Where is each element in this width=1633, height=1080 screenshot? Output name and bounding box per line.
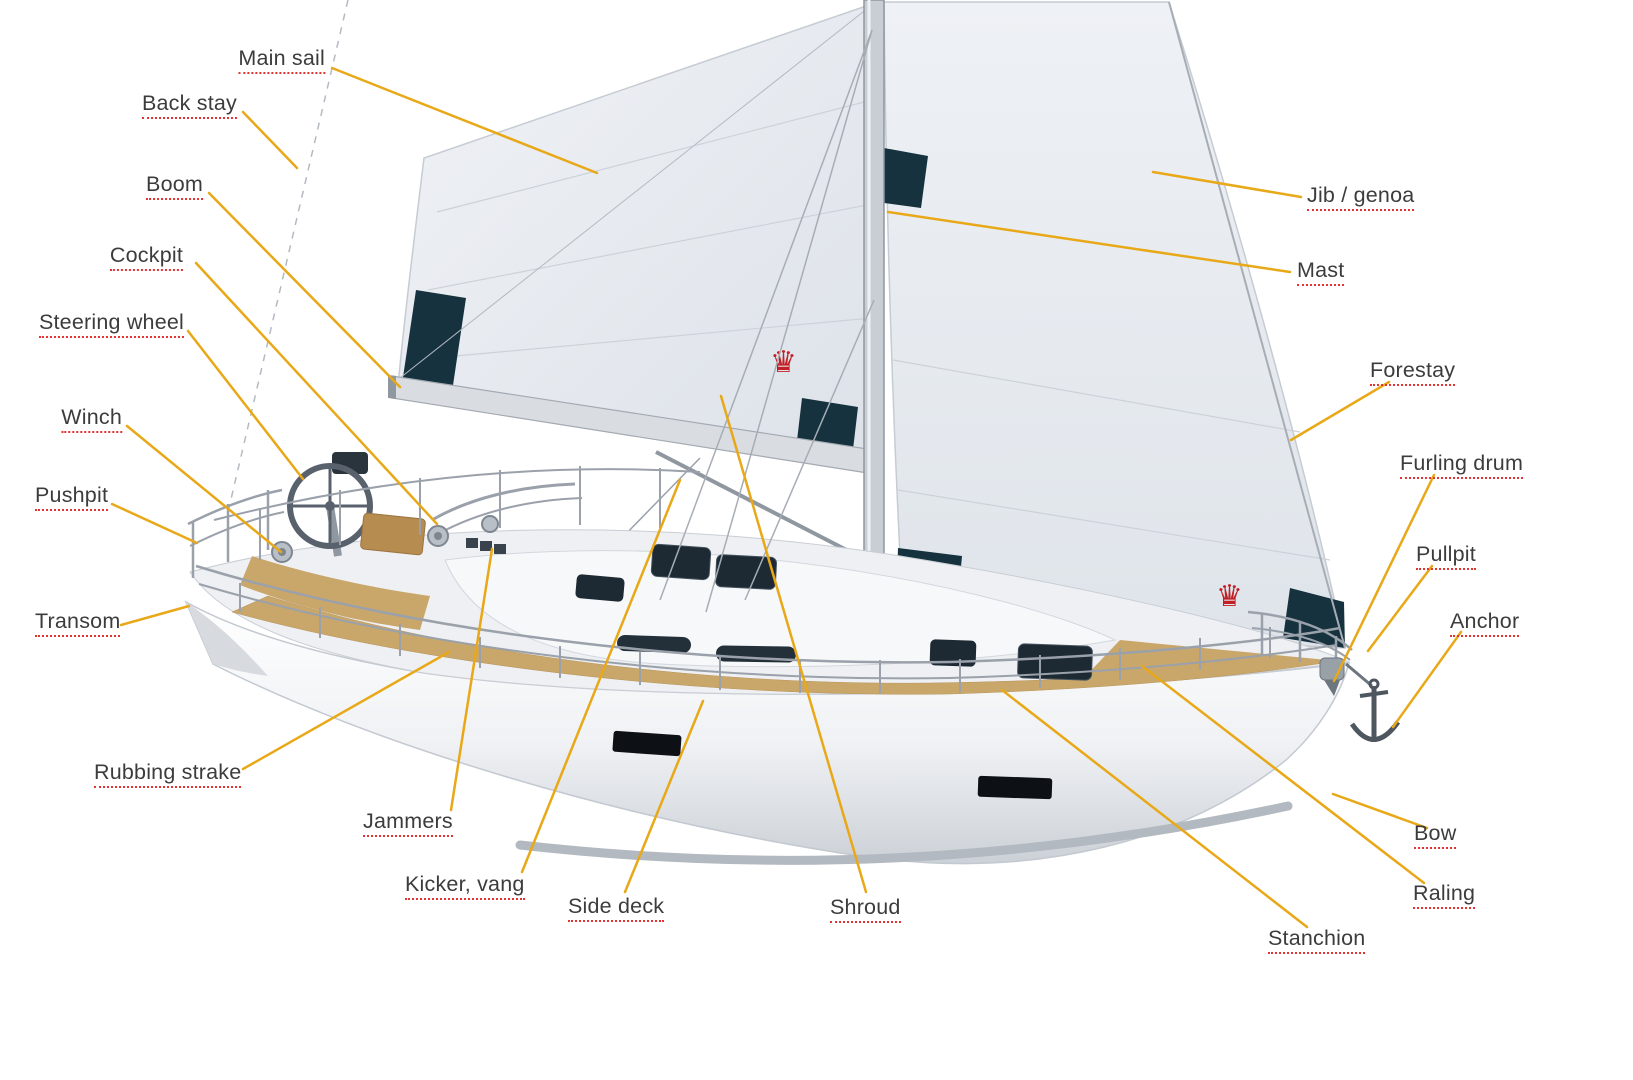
leader-line-main-sail xyxy=(330,66,599,175)
leader-line-bow xyxy=(1331,792,1429,830)
label-main-sail: Main sail xyxy=(238,46,325,74)
sail-logo-crown-icon: ♛ xyxy=(1216,580,1243,613)
winch-shape xyxy=(481,515,499,533)
deck-hatch xyxy=(929,639,977,667)
label-transom: Transom xyxy=(35,609,121,637)
backstay-wire xyxy=(227,0,349,513)
far-rail xyxy=(213,468,701,521)
label-text-steering-wheel: Steering wheel xyxy=(38,310,184,338)
leader-line-shroud xyxy=(719,394,868,894)
label-text-boom: Boom xyxy=(146,172,203,200)
label-raling: Raling xyxy=(1413,881,1476,909)
label-furling-drum: Furling drum xyxy=(1400,451,1524,479)
forestay-wire xyxy=(1168,1,1346,649)
label-back-stay: Back stay xyxy=(141,91,237,119)
leader-line-transom xyxy=(119,604,191,627)
leader-line-side-deck xyxy=(623,699,705,894)
jammers-cluster xyxy=(466,538,506,554)
label-text-bow: Bow xyxy=(1414,821,1457,849)
leader-line-boom xyxy=(207,191,402,389)
label-text-mast: Mast xyxy=(1297,258,1345,286)
leader-line-cockpit xyxy=(194,261,439,526)
leader-line-anchor xyxy=(1391,630,1463,729)
label-text-rubbing-strake: Rubbing strake xyxy=(94,760,242,788)
label-text-back-stay: Back stay xyxy=(141,91,237,119)
deck-hatch xyxy=(1017,643,1093,681)
label-pushpit: Pushpit xyxy=(35,483,109,511)
label-text-pullpit: Pullpit xyxy=(1416,542,1476,570)
label-text-shroud: Shroud xyxy=(830,895,901,923)
label-stanchion: Stanchion xyxy=(1268,926,1366,954)
near-rail xyxy=(195,564,1341,664)
label-cockpit: Cockpit xyxy=(109,243,183,271)
label-pullpit: Pullpit xyxy=(1416,542,1476,570)
cockpit-table xyxy=(360,512,426,556)
main-sail-patch-left xyxy=(402,290,466,392)
label-text-forestay: Forestay xyxy=(1370,358,1456,386)
label-jib-genoa: Jib / genoa xyxy=(1307,183,1415,211)
windscreen xyxy=(431,482,576,522)
label-kicker-vang: Kicker, vang xyxy=(405,872,525,900)
label-text-anchor: Anchor xyxy=(1450,609,1520,637)
label-text-furling-drum: Furling drum xyxy=(1400,451,1524,479)
label-text-jammers: Jammers xyxy=(363,809,453,837)
label-forestay: Forestay xyxy=(1370,358,1456,386)
leader-line-pullpit xyxy=(1366,564,1434,653)
label-text-pushpit: Pushpit xyxy=(35,483,109,511)
leader-line-kicker-vang xyxy=(520,478,682,874)
leader-line-jammers xyxy=(449,547,494,812)
main-sail-shape: ♛ xyxy=(397,2,873,461)
label-bow: Bow xyxy=(1414,821,1457,849)
topping-lift-line xyxy=(399,7,869,379)
transom-face xyxy=(186,602,268,676)
label-text-side-deck: Side deck xyxy=(568,894,665,922)
label-shroud: Shroud xyxy=(830,895,901,923)
label-text-raling: Raling xyxy=(1413,881,1476,909)
label-boom: Boom xyxy=(146,172,203,200)
label-text-transom: Transom xyxy=(35,609,121,637)
leader-line-back-stay xyxy=(241,110,299,170)
vang-strut xyxy=(655,450,867,562)
label-mast: Mast xyxy=(1297,258,1345,286)
label-text-stanchion: Stanchion xyxy=(1268,926,1366,954)
cockpit-equipment xyxy=(271,452,583,563)
label-text-winch: Winch xyxy=(61,405,122,433)
deck-hatch xyxy=(575,574,625,602)
jib-luff-patch xyxy=(884,148,928,208)
hull-port-window xyxy=(977,775,1053,800)
leader-line-mast xyxy=(886,210,1292,274)
leader-line-furling-drum xyxy=(1332,473,1436,683)
leader-line-raling xyxy=(1140,664,1426,885)
label-winch: Winch xyxy=(61,405,122,433)
label-side-deck: Side deck xyxy=(568,894,665,922)
leader-line-winch xyxy=(125,424,283,554)
leader-line-forestay xyxy=(1289,380,1391,442)
label-text-cockpit: Cockpit xyxy=(109,243,183,271)
deck-hatch xyxy=(650,543,712,581)
leader-lines xyxy=(110,66,1463,929)
label-text-kicker-vang: Kicker, vang xyxy=(405,872,525,900)
rubbing-strake-stripe xyxy=(515,801,1293,865)
label-rubbing-strake: Rubbing strake xyxy=(94,760,242,788)
label-text-jib-genoa: Jib / genoa xyxy=(1307,183,1415,211)
leader-line-pushpit xyxy=(110,502,199,545)
hull-port-window xyxy=(612,730,682,757)
leader-line-steering-wheel xyxy=(186,329,305,481)
label-jammers: Jammers xyxy=(363,809,453,837)
hull-shape xyxy=(184,600,1351,865)
leader-line-stanchion xyxy=(1000,688,1309,929)
label-text-main-sail: Main sail xyxy=(238,46,325,74)
stanchions xyxy=(239,583,1271,694)
leader-line-rubbing-strake xyxy=(241,650,451,771)
leader-line-jib-genoa xyxy=(1151,170,1303,199)
label-anchor: Anchor xyxy=(1450,609,1520,637)
label-steering-wheel: Steering wheel xyxy=(38,310,184,338)
